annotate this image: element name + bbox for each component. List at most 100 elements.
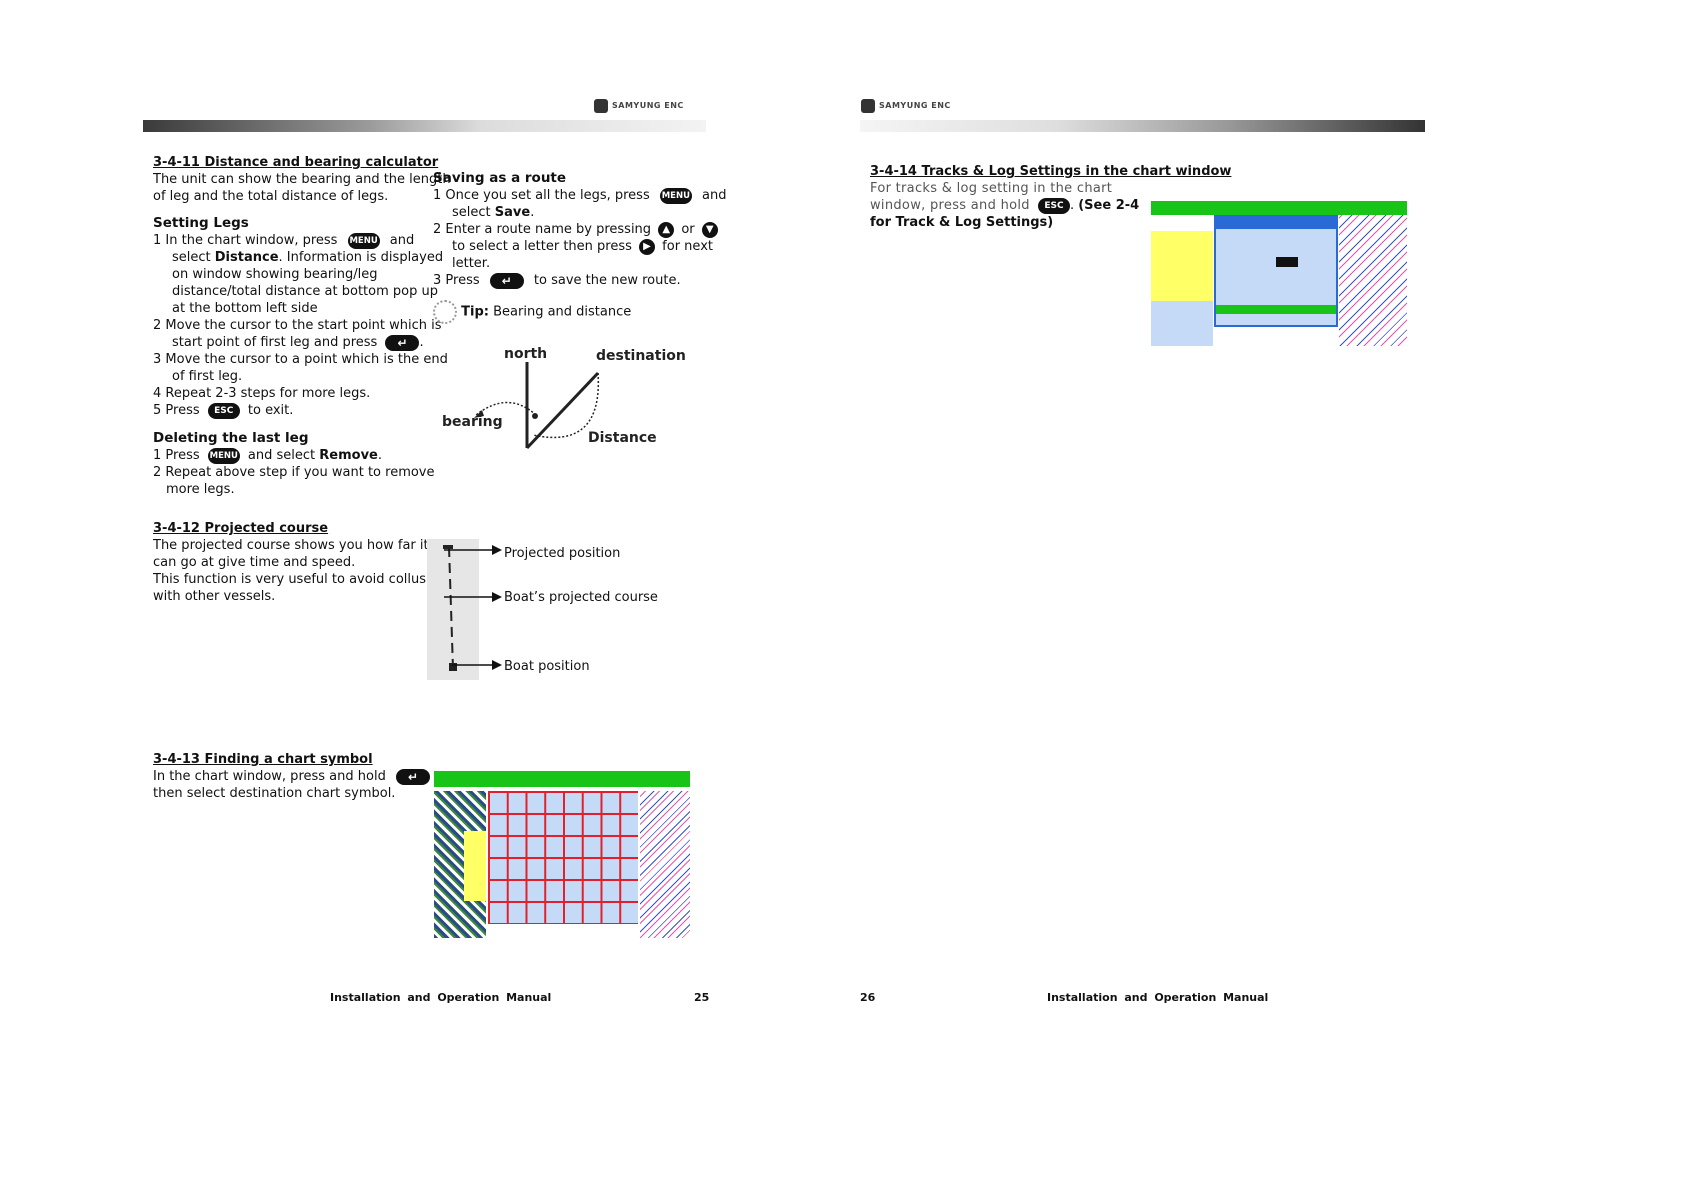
left-header-logo: SAMYUNG ENC: [594, 99, 706, 115]
tip-icon: [433, 300, 457, 324]
symbol-grid: [488, 791, 638, 924]
right-page-number: 26: [860, 991, 876, 1004]
step-line: more legs.: [166, 482, 235, 497]
bearing-distance-diagram: north destination bearing Distance: [438, 340, 693, 462]
dialog-selected-row: [1216, 305, 1336, 314]
step-line: 4 Repeat 2-3 steps for more legs.: [153, 386, 371, 401]
boat-marker: [449, 663, 457, 671]
step-line: 2 Repeat above step if you want to remov…: [153, 465, 435, 480]
projected-arrows: [444, 545, 502, 670]
pivot-dot: [532, 413, 538, 419]
section-3-4-13: 3-4-13 Finding a chart symbol In the cha…: [153, 751, 430, 802]
label-destination: destination: [596, 348, 686, 364]
step-line: select Distance. Information is displaye…: [172, 250, 444, 265]
body-line: For tracks & log setting in the chart: [870, 181, 1113, 196]
screen-yellow-land: [464, 831, 486, 901]
step-line: distance/total distance at bottom pop up: [172, 284, 438, 299]
body-line: This function is very useful to avoid co…: [153, 572, 446, 587]
tip-text: Bearing and distance: [493, 304, 632, 320]
enter-button-icon: ↵: [489, 272, 524, 289]
step-line: 5 Press ESC to exit.: [153, 402, 294, 419]
track-log-screen: [1151, 201, 1407, 346]
section-3-4-14: 3-4-14 Tracks & Log Settings in the char…: [870, 163, 1231, 231]
enter-button-icon: ↵: [385, 334, 420, 351]
label-bearing: bearing: [442, 414, 503, 430]
right-arrow-icon: ▶: [639, 238, 656, 255]
subheading-setting-legs: Setting Legs: [153, 215, 249, 231]
screen-top-bar: [1151, 201, 1407, 215]
step-line: 1 In the chart window, press MENU and: [153, 232, 415, 249]
left-footer-title: Installation and Operation Manual: [330, 991, 552, 1004]
tip-box: Tip: Bearing and distance: [433, 300, 631, 326]
screen-left-map: [1151, 231, 1213, 301]
step-line: 2 Enter a route name by pressing ▲ or ▼: [433, 221, 726, 238]
left-page-number: 25: [694, 991, 710, 1004]
label-projected-course: Boat’s projected course: [504, 590, 658, 605]
bearing-arrowhead: [474, 410, 484, 418]
right-header-logo: SAMYUNG ENC: [861, 99, 973, 115]
section-3-4-12: 3-4-12 Projected course The projected co…: [153, 520, 446, 605]
body-line: The projected course shows you how far i…: [153, 538, 429, 553]
projected-position-marker: [443, 545, 453, 549]
projected-course-figure: [427, 539, 479, 680]
screen-right-map: [1339, 215, 1407, 346]
body-line: can go at give time and speed.: [153, 555, 356, 570]
step-line: to select a letter then press ▶ for next: [452, 238, 713, 255]
logo-text: SAMYUNG ENC: [879, 101, 951, 110]
course-line: [448, 546, 454, 670]
left-header-bar: [143, 120, 706, 132]
body-line: In the chart window, press and hold ↵: [153, 768, 430, 785]
intro-line: The unit can show the bearing and the le…: [153, 172, 451, 187]
body-line: then select destination chart symbol.: [153, 786, 396, 801]
step-line: 1 Press MENU and select Remove.: [153, 447, 383, 464]
step-line: 3 Press ↵ to save the new route.: [433, 272, 681, 289]
esc-button-icon: ESC: [1037, 197, 1070, 214]
esc-button-icon: ESC: [207, 402, 240, 419]
logo-icon: [861, 99, 875, 113]
section-title: 3-4-12 Projected course: [153, 521, 329, 536]
label-projected-position: Projected position: [504, 546, 621, 561]
bearing-arc: [475, 401, 537, 416]
menu-button-icon: MENU: [659, 187, 692, 204]
label-boat-position: Boat position: [504, 659, 590, 674]
menu-button-icon: MENU: [347, 232, 380, 249]
dialog-value-box: [1276, 257, 1298, 267]
step-line: 3 Move the cursor to a point which is th…: [153, 352, 448, 367]
screen-right-map: [640, 791, 690, 938]
up-arrow-icon: ▲: [658, 221, 675, 238]
screen-top-bar: [434, 771, 690, 787]
saving-as-route: Saving as a route 1 Once you set all the…: [433, 170, 726, 289]
right-footer-title: Installation and Operation Manual: [1047, 991, 1269, 1004]
dialog-title-bar: [1216, 217, 1336, 229]
menu-button-icon: MENU: [207, 447, 240, 464]
step-line: letter.: [452, 256, 491, 271]
right-header-bar: [860, 120, 1425, 132]
section-title: 3-4-14 Tracks & Log Settings in the char…: [870, 164, 1232, 179]
body-line: for Track & Log Settings): [870, 215, 1054, 230]
label-north: north: [504, 346, 548, 362]
enter-button-icon: ↵: [395, 768, 430, 785]
step-line: select Save.: [452, 205, 535, 220]
step-line: of first leg.: [172, 369, 243, 384]
logo-icon: [594, 99, 608, 113]
intro-line: of leg and the total distance of legs.: [153, 189, 389, 204]
distance-arc: [532, 372, 600, 439]
chart-symbol-screen: [434, 771, 690, 938]
tip-label: Tip:: [461, 304, 489, 320]
subheading-saving-route: Saving as a route: [433, 170, 567, 186]
arrowhead: [492, 660, 502, 670]
section-3-4-11: 3-4-11 Distance and bearing calculator T…: [153, 154, 451, 498]
step-line: at the bottom left side: [172, 301, 318, 316]
step-line: start point of first leg and press ↵.: [172, 334, 424, 351]
body-line: with other vessels.: [153, 589, 276, 604]
logo-text: SAMYUNG ENC: [612, 101, 684, 110]
arrowhead: [492, 545, 502, 555]
step-line: 1 Once you set all the legs, press MENU …: [433, 187, 727, 204]
label-distance: Distance: [588, 430, 657, 446]
section-title: 3-4-11 Distance and bearing calculator: [153, 155, 439, 170]
arrowhead: [492, 592, 502, 602]
step-line: on window showing bearing/leg: [172, 267, 378, 282]
screen-left-water: [1151, 301, 1213, 346]
down-arrow-icon: ▼: [701, 221, 718, 238]
